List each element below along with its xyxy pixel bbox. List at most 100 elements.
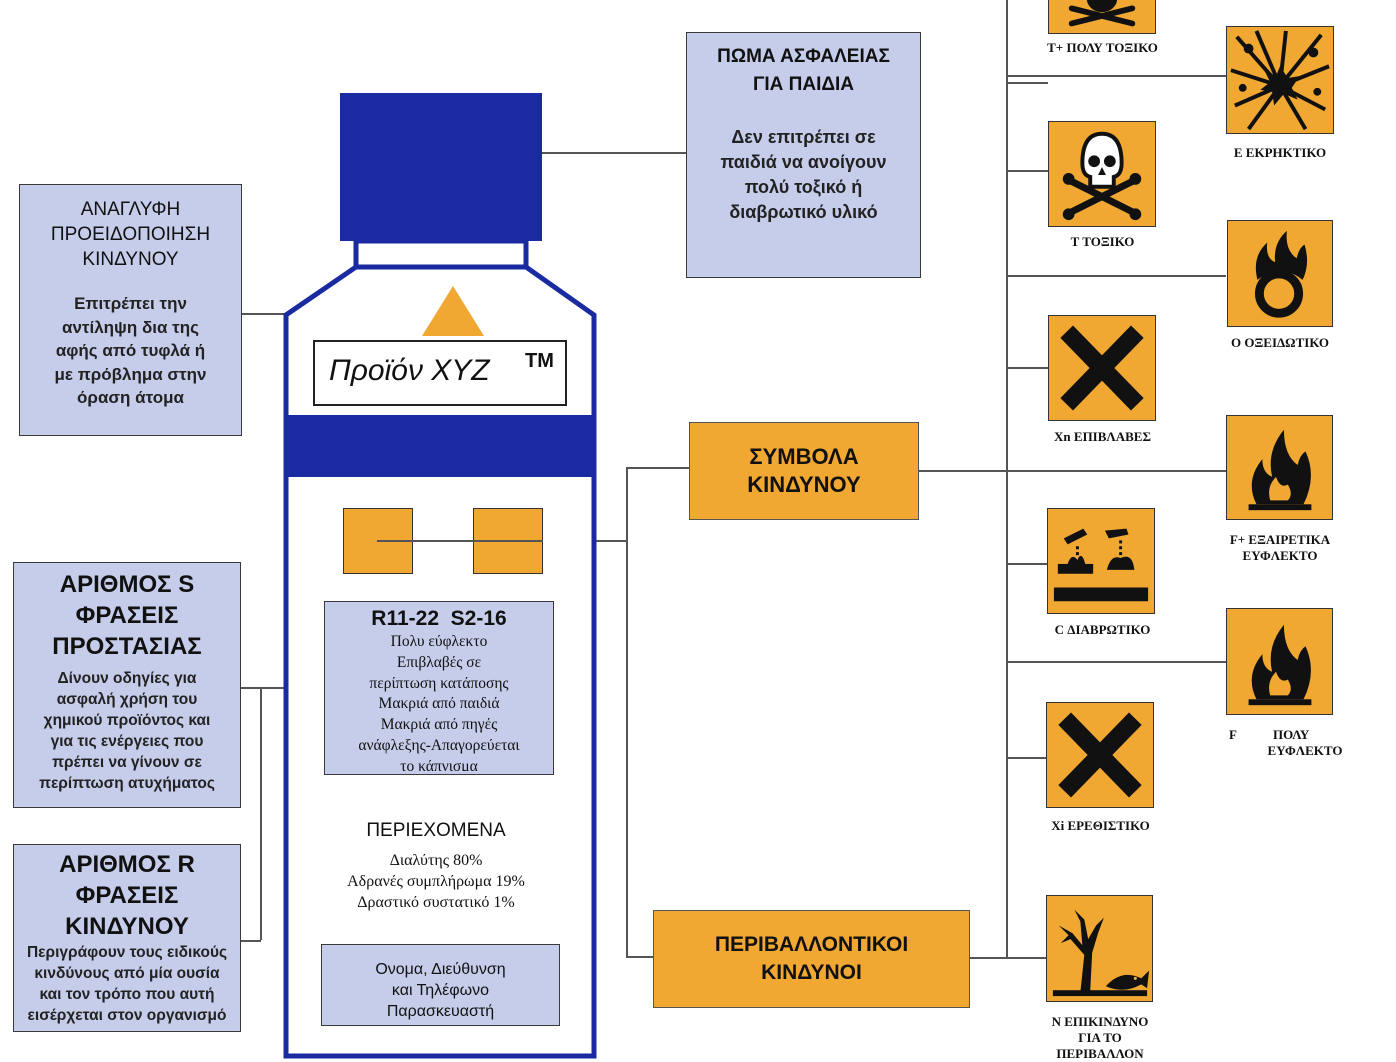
r-s-phrases-box: R11-22 S2-16 Πολυ εύφλεκτο Επιβλαβές σε … [324,601,554,775]
r-phrases-box: ΑΡΙΘΜΟΣ R ΦΡΑΣΕΙΣ ΚΙΝΔΥΝΟΥ Περιγράφουν τ… [13,844,241,1032]
t-label: T ΤΟΞΙΚΟ [1070,234,1135,249]
environmental-hazards-box: ΠΕΡΙΒΑΛΛΟΝΤΙΚΟΙ ΚΙΝΔΥΝΟΙ [653,910,970,1008]
manufacturer-line: Παρασκευαστή [386,1003,495,1020]
dead-tree-fish-icon [1052,909,1150,997]
x-cross-icon [1060,325,1144,411]
cap-line: παιδιά να ανοίγουν [720,152,887,172]
tactile-line: με πρόβλημα στην [54,364,207,384]
manufacturer-line: και Τηλέφωνο [391,982,490,999]
cap-line: Δεν επιτρέπει σε [731,127,876,147]
tactile-title-line: ΠΡΟΕΙΔΟΠΟΙΗΣΗ [50,224,211,245]
tactile-line: αφής από τυφλά ή [55,341,206,360]
r-s-codes: R11-22 S2-16 [371,607,507,630]
f-plus-label: F+ ΕΞΑΙΡΕΤΙΚΑ ΕΥΦΛΕΚΤΟ [1200,532,1360,564]
f-plus-label-line: F+ ΕΞΑΙΡΕΤΙΚΑ [1229,532,1331,547]
r-title-line: ΚΙΝΔΥΝΟΥ [65,913,189,940]
e-symbol [1226,26,1334,134]
phrase-line: Μακριά από πηγές [380,716,498,734]
tactile-title-line: ΚΙΝΔΥΝΟΥ [82,249,179,270]
manufacturer-box: Ονομα, Διεύθυνση και Τηλέφωνο Παρασκευασ… [321,944,560,1026]
f-plus-symbol [1226,415,1333,520]
flame-icon [1248,429,1312,511]
c-symbol [1047,508,1155,614]
s-line: χημικού προϊόντος και [43,712,211,729]
n-label-line: ΓΙΑ ΤΟ [1078,1030,1122,1045]
f-symbol [1226,608,1333,715]
xi-label: Xi ΕΡΕΘΙΣΤΙΚΟ [1051,818,1150,833]
s-title-line: ΦΡΑΣΕΙΣ [75,602,179,629]
manufacturer-line: Ονομα, Διεύθυνση [375,961,506,978]
contents-title: ΠΕΡΙΕΧΟΜΕΝΑ [366,820,506,841]
t-symbol [1048,121,1156,227]
phrase-line: Μακριά από παιδιά [378,695,500,713]
s-title-line: ΠΡΟΣΤΑΣΙΑΣ [52,633,202,660]
r-line: Περιγράφουν τους ειδικούς [26,944,228,961]
xn-symbol [1048,315,1156,421]
n-label-line: N ΕΠΙΚΙΝΔΥΝΟ [1051,1014,1149,1029]
contents-line: Αδρανές συμπλήρωμα 19% [347,873,525,890]
cap-title-2: ΓΙΑ ΠΑΙΔΙΑ [752,74,855,95]
cap-line: διαβρωτικό υλικό [729,202,878,222]
corrosion-icon [1053,528,1149,602]
trademark: TM [525,350,554,372]
f-label-line: ΠΟΛΥ [1273,727,1310,742]
o-symbol [1227,220,1333,327]
s-title-line: ΑΡΙΘΜΟΣ S [59,571,195,598]
x-cross-icon [1058,712,1142,798]
r-line: κινδύνους από μία ουσία [34,965,220,982]
hazard-symbols-title-line: ΣΥΜΒΟΛΑ [749,444,859,469]
tactile-title-line: ΑΝΑΓΛΥΦΗ [80,199,181,220]
skull-crossbones-icon [1068,0,1136,27]
flame-over-circle-icon [1254,230,1308,318]
phrase-line: ανάφλεξης-Απαγορεύεται [358,736,520,754]
phrase-line: περίπτωση κατάποσης [369,674,509,692]
xi-symbol [1046,702,1154,808]
s-line: ασφαλή χρήση του [56,691,198,708]
contents-section: ΠΕΡΙΕΧΟΜΕΝΑ Διαλύτης 80% Αδρανές συμπλήρ… [306,820,566,913]
skull-crossbones-icon [1062,131,1142,221]
tactile-warning-triangle-icon [422,286,484,338]
s-phrases-box: ΑΡΙΘΜΟΣ S ΦΡΑΣΕΙΣ ΠΡΟΣΤΑΣΙΑΣ Δίνουν οδηγ… [13,562,241,808]
f-label-letter: F [1229,727,1237,742]
r-title-line: ΦΡΑΣΕΙΣ [75,882,179,909]
s-line: Δίνουν οδηγίες για [57,670,197,687]
f-label-line: ΕΥΦΛΕΚΤΟ [1267,743,1343,758]
tactile-line: Επιτρέπει την [74,294,187,313]
contents-line: Διαλύτης 80% [389,852,483,869]
bottle [282,90,602,1061]
o-label: O ΟΞΕΙΔΩΤΙΚΟ [1231,335,1329,350]
hazard-symbols-title-line: ΚΙΝΔΥΝΟΥ [747,472,861,497]
tactile-warning-box: ΑΝΑΓΛΥΦΗ ΠΡΟΕΙΔΟΠΟΙΗΣΗ ΚΙΝΔΥΝΟΥ Επιτρέπε… [19,184,242,436]
cap-title-1: ΠΩΜΑ ΑΣΦΑΛΕΙΑΣ [717,46,890,67]
xn-label: Xn ΕΠΙΒΛΑΒΕΣ [1054,429,1151,444]
c-label: C ΔΙΑΒΡΩΤΙΚΟ [1054,622,1151,637]
tactile-line: αντίληψη δια της [62,317,199,337]
cap-line: πολύ τοξικό ή [744,177,863,197]
s-line: πρέπει να γίνουν σε [52,754,202,771]
f-plus-label-line: ΕΥΦΛΕΚΤΟ [1242,548,1318,563]
hazard-symbols-box: ΣΥΜΒΟΛΑ ΚΙΝΔΥΝΟΥ [689,422,919,520]
explosion-icon [1230,30,1330,131]
phrase-line: το κάπνισμα [400,757,478,771]
phrase-line: Πολυ εύφλεκτο [390,633,488,650]
tactile-line: όραση άτομα [77,388,184,407]
t-plus-symbol [1048,0,1156,34]
flame-icon [1248,624,1312,706]
s-line: περίπτωση ατυχήματος [39,775,215,792]
contents-line: Δραστικό συστατικό 1% [357,894,515,911]
e-label: E ΕΚΡΗΚΤΙΚΟ [1233,145,1327,160]
f-label: F ΠΟΛΥ ΕΥΦΛΕΚΤΟ [1215,727,1355,759]
product-name-label: Προϊόν XYZ TM [313,340,567,406]
n-label-line: ΠΕΡΙΒΑΛΛΟΝ [1056,1046,1144,1061]
env-title-line: ΠΕΡΙΒΑΛΛΟΝΤΙΚΟΙ [714,933,909,956]
child-safety-cap-box: ΠΩΜΑ ΑΣΦΑΛΕΙΑΣ ΓΙΑ ΠΑΙΔΙΑ Δεν επιτρέπει … [686,32,921,278]
r-line: και τον τρόπο που αυτή [39,986,215,1003]
t-plus-label: T+ ΠΟΛΥ ΤΟΞΙΚΟ [1047,40,1158,55]
env-title-line: ΚΙΝΔΥΝΟΙ [761,961,862,984]
s-line: για τις ενέργειες που [50,733,204,750]
n-label: N ΕΠΙΚΙΝΔΥΝΟ ΓΙΑ ΤΟ ΠΕΡΙΒΑΛΛΟΝ [1025,1014,1175,1062]
phrase-line: Επιβλαβές σε [396,653,482,671]
product-name: Προϊόν XYZ [329,354,490,387]
n-symbol [1046,895,1153,1002]
r-title-line: ΑΡΙΘΜΟΣ R [59,851,195,878]
